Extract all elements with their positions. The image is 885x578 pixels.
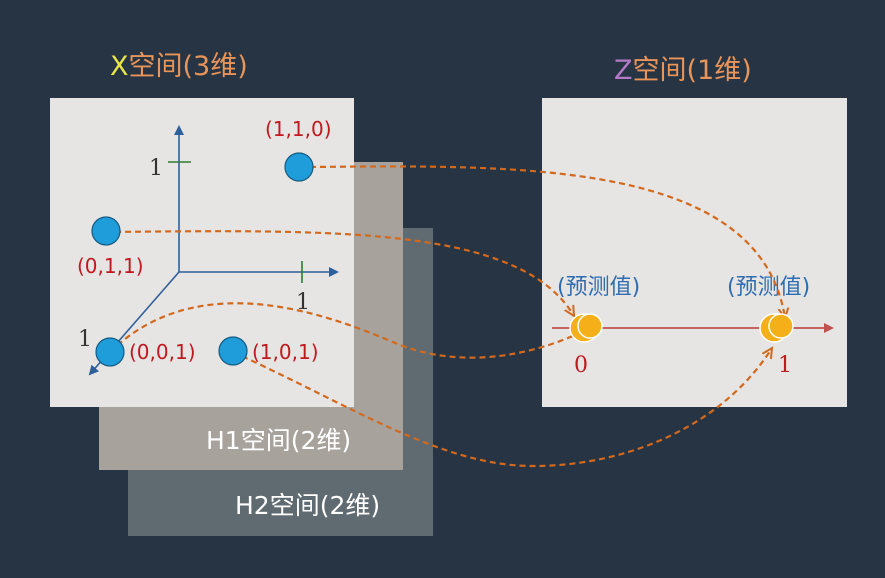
point-011-label: (0,1,1) (77, 254, 144, 278)
point-011 (91, 216, 121, 246)
z-space-title: Z空间(1维) (614, 48, 752, 87)
point-001-label: (0,0,1) (129, 340, 196, 364)
point-101 (218, 336, 248, 366)
mapping-arrow-110 (309, 165, 785, 318)
mapping-arrow-001 (109, 302, 597, 359)
point-110 (284, 152, 314, 182)
x-space-title: X空间(3维) (110, 44, 248, 83)
predict-label-left: (预测值) (557, 275, 640, 300)
z-tick-0-label: 0 (574, 353, 588, 378)
point-110-label: (1,1,0) (265, 117, 332, 141)
z-space-panel (542, 98, 847, 407)
y-tick-label: 1 (149, 156, 163, 181)
z-point-1 (759, 313, 794, 343)
h1-space-label: H1空间(2维) (206, 426, 352, 455)
point-001 (95, 337, 125, 367)
z-letter: Z (614, 55, 633, 86)
x-space-title-rest: 空间(3维) (128, 51, 248, 82)
x-letter: X (110, 51, 129, 82)
point-101-label: (1,0,1) (252, 340, 319, 364)
z-tick-label: 1 (78, 327, 92, 352)
mapping-arrow-101 (232, 348, 772, 468)
mapping-arrow-011 (104, 230, 574, 316)
x-tick-label: 1 (296, 290, 310, 315)
z-point-0 (569, 313, 603, 343)
z-tick-1-label: 1 (778, 353, 792, 378)
predict-label-right: (预测值) (727, 275, 810, 300)
z-space-title-rest: 空间(1维) (632, 55, 752, 86)
h2-space-label: H2空间(2维) (235, 491, 381, 520)
